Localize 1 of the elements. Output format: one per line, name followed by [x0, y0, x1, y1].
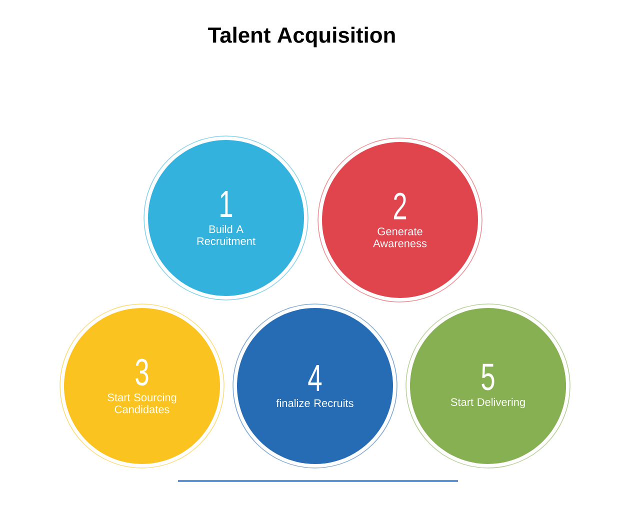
title: Talent Acquisition: [208, 26, 395, 48]
